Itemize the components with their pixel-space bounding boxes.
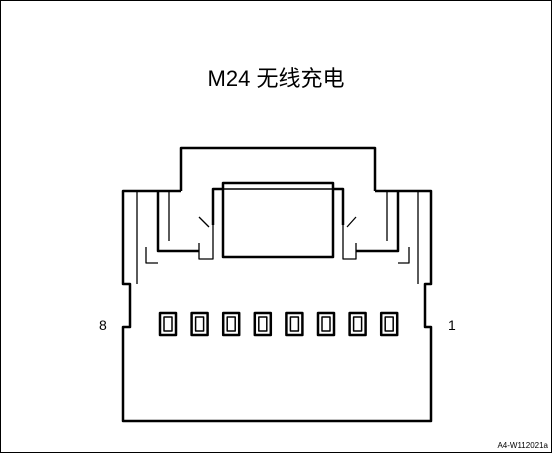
connector-right-wall <box>356 191 400 253</box>
connector-housing <box>121 189 433 423</box>
pin-number-label-right: 1 <box>448 317 456 333</box>
pin-number-label-left: 8 <box>99 317 107 333</box>
connector-title: M24 无线充电 <box>207 66 345 91</box>
pin-2 <box>348 311 367 337</box>
connector-latch-body <box>221 189 335 259</box>
connector-left-wall <box>156 191 199 253</box>
pin-4 <box>285 311 304 337</box>
pin-1 <box>379 311 399 337</box>
drawing-code: A4-W112021a <box>497 441 548 450</box>
connector-top-tab <box>179 146 377 191</box>
connector-pins <box>158 311 399 337</box>
connector-details <box>136 191 419 284</box>
pin-3 <box>316 311 336 337</box>
pin-6 <box>221 311 241 337</box>
pin-5 <box>253 311 273 337</box>
pin-7 <box>190 311 209 337</box>
pin-8 <box>158 311 178 337</box>
